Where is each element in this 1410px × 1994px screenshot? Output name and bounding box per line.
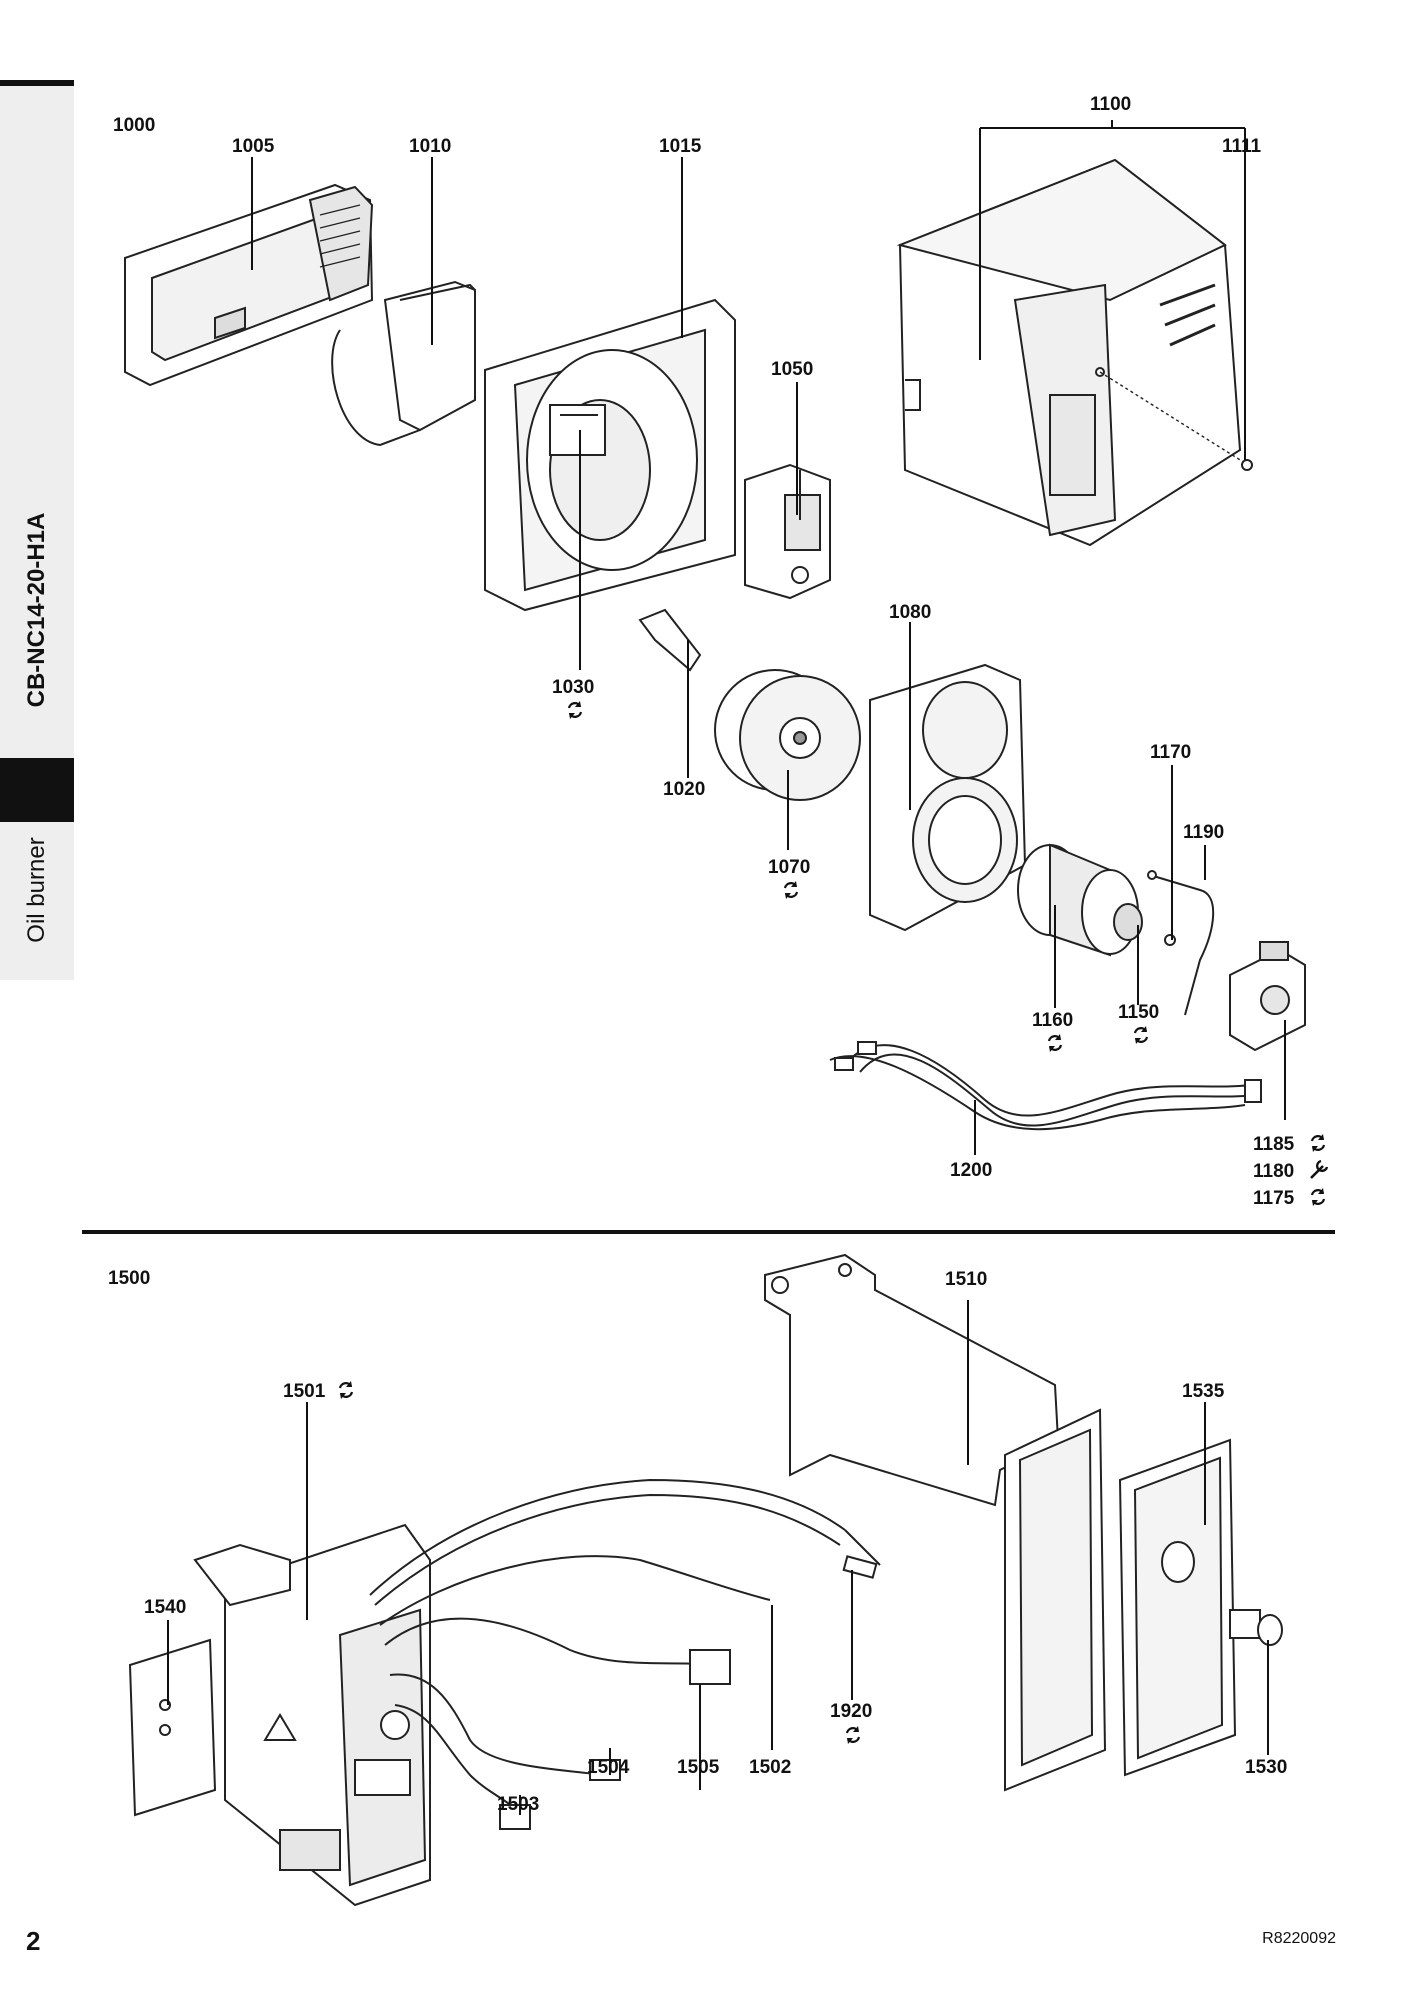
document-code: R8220092 <box>1262 1930 1336 1947</box>
part-label-1920: 1920 <box>830 1701 872 1722</box>
part-label-1030: 1030 <box>552 677 594 698</box>
sidebar-tab <box>0 80 74 980</box>
ignition-unit-drawing <box>744 463 831 600</box>
motor-drawing <box>1017 843 1143 957</box>
rotate-arrows-icon <box>1310 1132 1326 1154</box>
part-label-1190: 1190 <box>1183 822 1224 843</box>
rotate-arrows-icon <box>1133 1024 1149 1046</box>
wrench-icon <box>1309 1159 1329 1180</box>
part-label-1050: 1050 <box>771 359 813 380</box>
rotate-arrows-icon <box>338 1379 354 1401</box>
mounting-plate-drawing <box>869 663 1027 932</box>
sidebar-top-rule <box>0 80 74 86</box>
hoses-drawing <box>829 1041 1262 1131</box>
rotate-arrows-icon <box>1310 1186 1326 1208</box>
part-label-1080: 1080 <box>889 602 931 623</box>
part-label-1020: 1020 <box>663 779 705 800</box>
part-label-1150: 1150 <box>1118 1002 1159 1023</box>
part-label-1175: 1175 <box>1253 1188 1295 1209</box>
part-label-1111: 1111 <box>1222 136 1262 157</box>
part-label-1160: 1160 <box>1032 1010 1073 1031</box>
air-guide-drawing <box>331 280 476 447</box>
part-label-1505: 1505 <box>677 1757 720 1778</box>
part-label-1540: 1540 <box>144 1597 186 1618</box>
part-label-1535: 1535 <box>1182 1381 1225 1402</box>
fan-wheel-drawing <box>714 669 861 801</box>
part-label-1070: 1070 <box>768 857 810 878</box>
top-leader-lines <box>251 120 1286 1155</box>
control-frame-drawing <box>1004 1408 1107 1792</box>
rotate-arrows-icon <box>1047 1032 1063 1054</box>
part-label-1000: 1000 <box>113 115 155 136</box>
part-label-1005: 1005 <box>232 136 275 157</box>
part-label-1010: 1010 <box>409 136 451 157</box>
control-box-drawing <box>193 1523 431 1907</box>
burner-cover-drawing <box>896 158 1253 547</box>
baffle-drawing <box>638 608 702 672</box>
part-label-1500: 1500 <box>108 1268 150 1289</box>
rotate-arrows-icon <box>845 1724 861 1746</box>
part-label-1530: 1530 <box>1245 1757 1287 1778</box>
part-label-1510: 1510 <box>945 1269 987 1290</box>
fan-housing-drawing <box>484 298 736 612</box>
rotate-arrows-icon <box>567 699 583 721</box>
part-label-1185: 1185 <box>1253 1134 1295 1155</box>
rotate-arrows-icon <box>783 879 799 901</box>
oil-pump-drawing <box>1229 941 1306 1052</box>
mounting-bracket-drawing <box>764 1253 1060 1507</box>
part-label-1501: 1501 <box>283 1381 326 1402</box>
sidebar-black-marker <box>0 758 74 822</box>
page-number: 2 <box>26 1926 41 1956</box>
part-label-1015: 1015 <box>659 136 702 157</box>
oil-line-drawing <box>1147 870 1215 1016</box>
part-label-1502: 1502 <box>749 1757 791 1778</box>
cover-plate-drawing <box>1118 1438 1237 1777</box>
terminal-block-drawing <box>128 1638 217 1817</box>
part-label-1180: 1180 <box>1253 1161 1294 1182</box>
part-label-1504: 1504 <box>587 1757 630 1778</box>
part-label-1503: 1503 <box>497 1794 539 1815</box>
housing-back-drawing <box>124 183 374 387</box>
bottom-leader-lines <box>167 1300 1269 1815</box>
reset-button-drawing <box>1229 1609 1283 1646</box>
part-label-1200: 1200 <box>950 1160 992 1181</box>
cables-drawing <box>369 1478 881 1830</box>
part-label-1100: 1100 <box>1090 94 1131 115</box>
part-label-1170: 1170 <box>1150 742 1191 763</box>
